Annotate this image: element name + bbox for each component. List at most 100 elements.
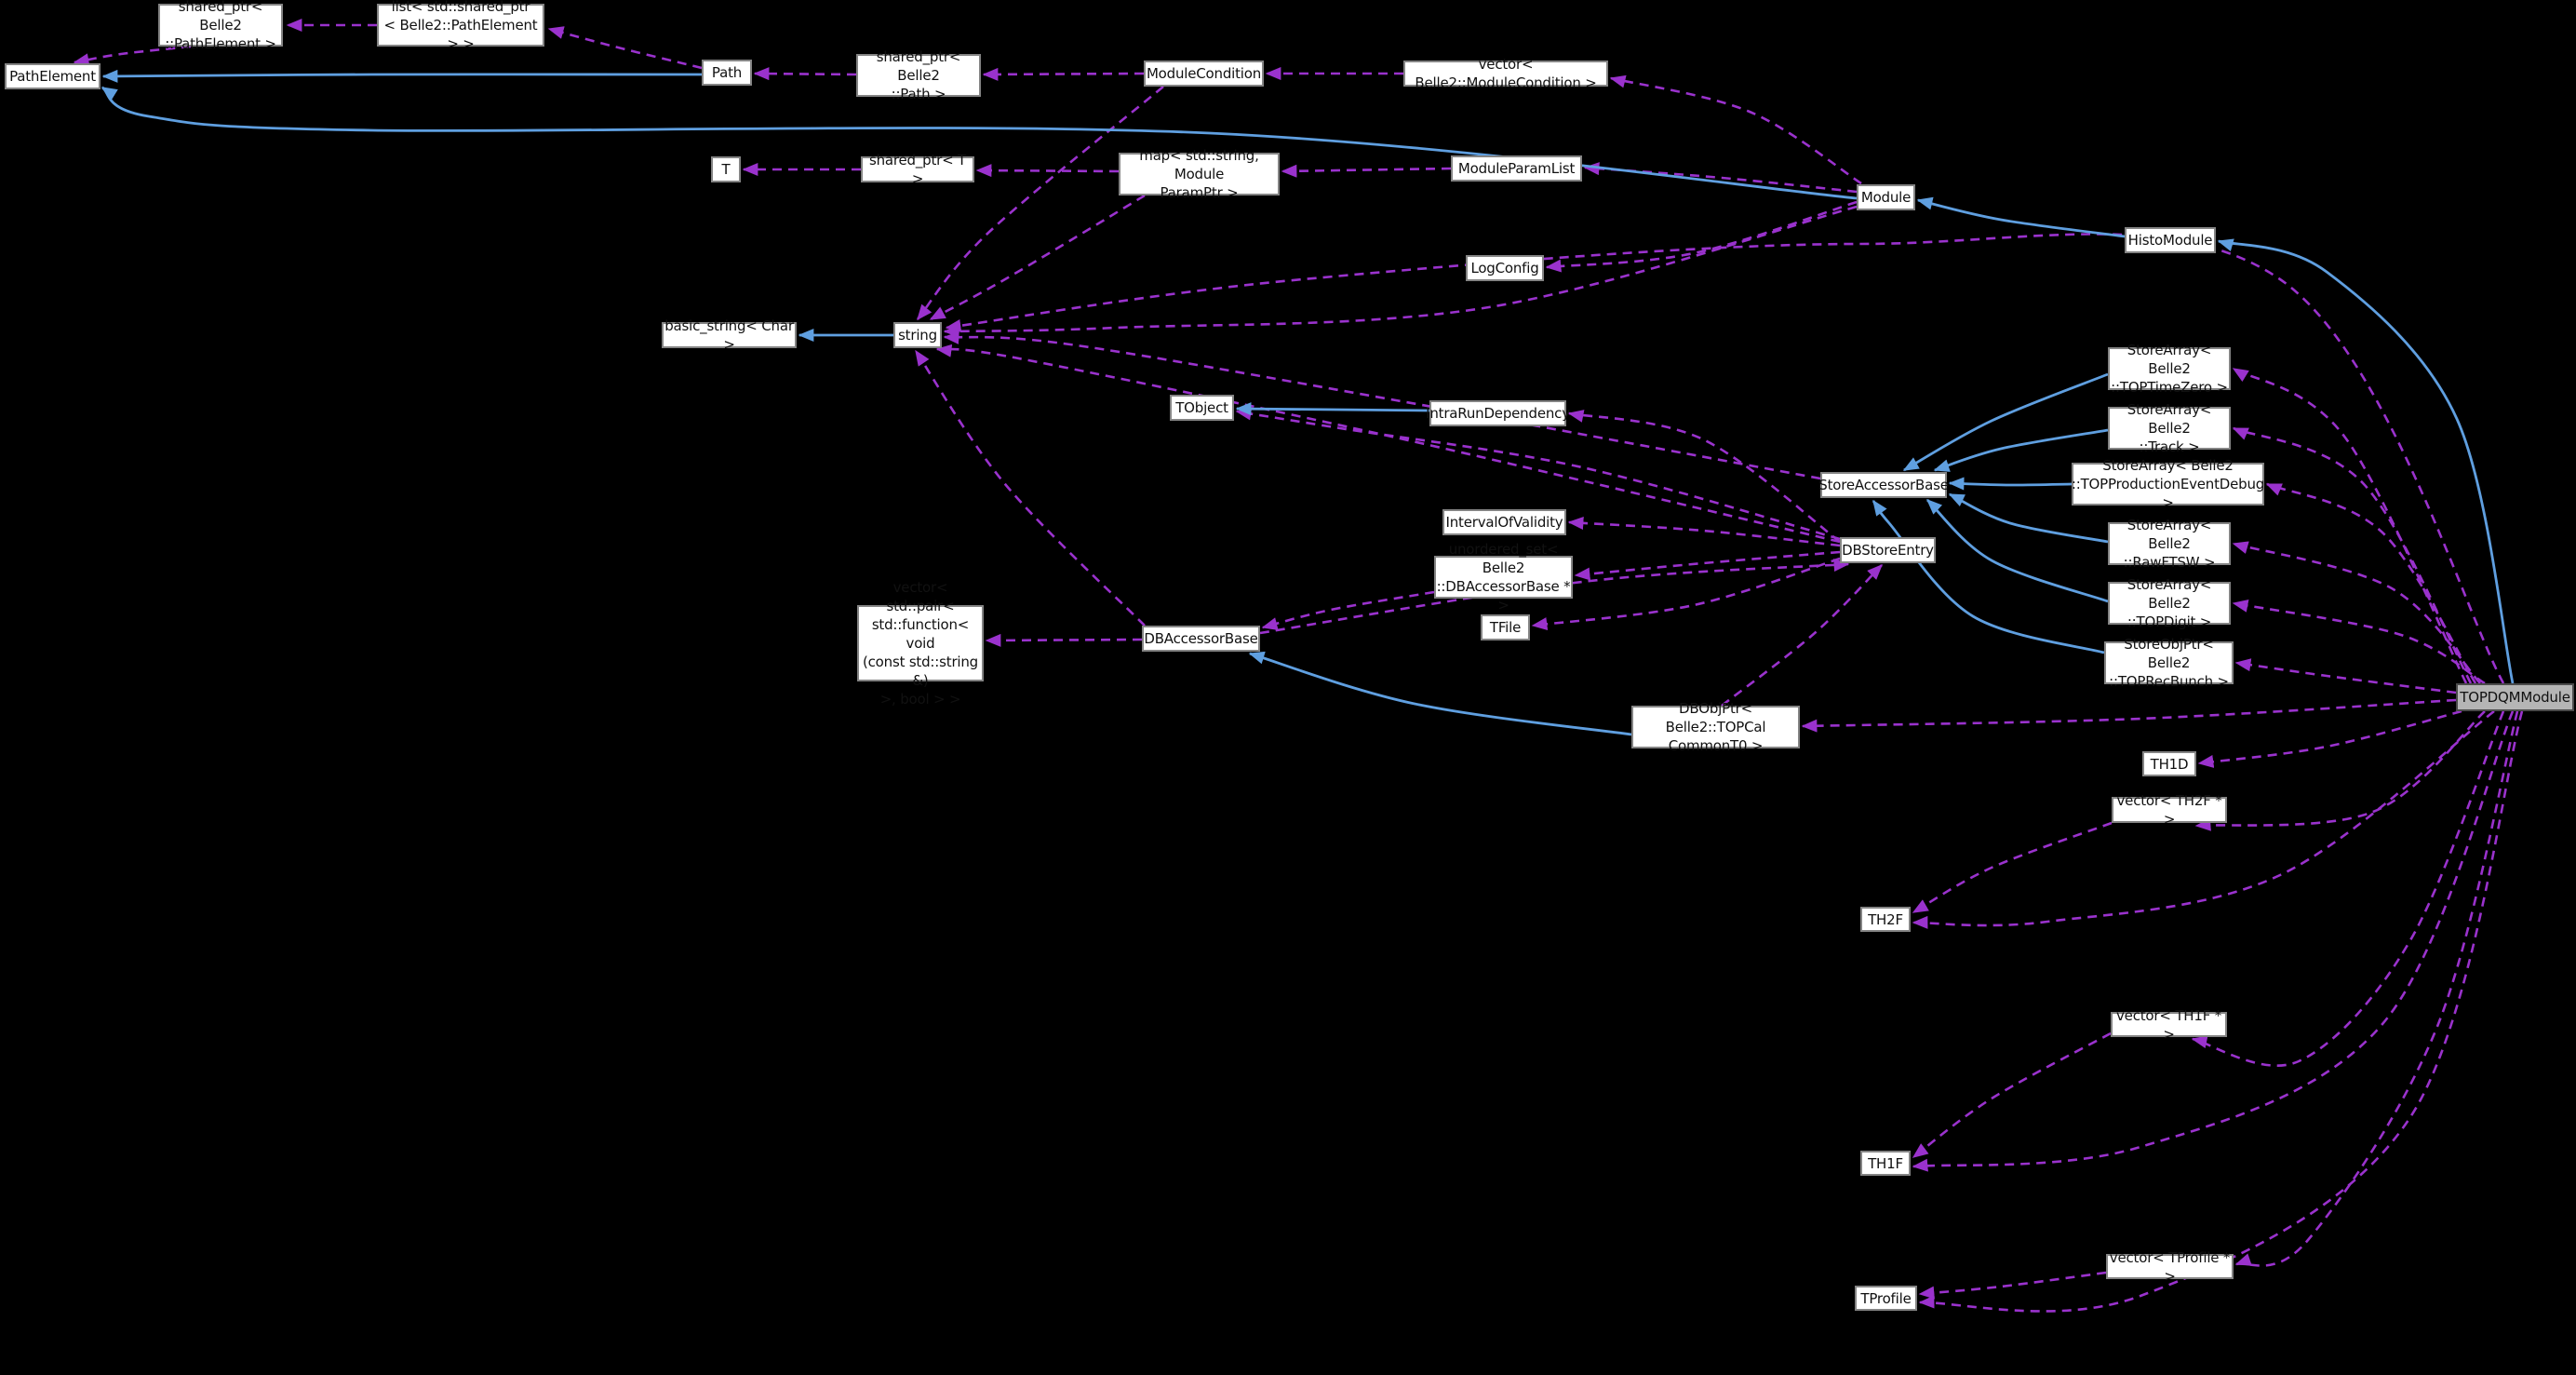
node-label: shared_ptr< T > xyxy=(868,152,967,187)
node-module[interactable]: Module xyxy=(1857,184,1915,210)
node-label: IntraRunDependency xyxy=(1426,405,1570,422)
node-label: Path xyxy=(711,64,743,81)
node-label: vector< Belle2::ModuleCondition > xyxy=(1415,56,1597,91)
node-label: shared_ptr< Belle2 ::Path > xyxy=(876,48,961,102)
node-label: map< std::string, Module ParamPtr > xyxy=(1139,147,1259,201)
edge-topdqmmodule-histomodule xyxy=(2217,238,2515,684)
edge-dbstoreentry-intrarun xyxy=(1567,410,1841,544)
node-tprofile[interactable]: TProfile xyxy=(1855,1286,1917,1311)
node-label: list< std::shared_ptr < Belle2::PathElem… xyxy=(383,0,538,52)
edge-module-logconfig xyxy=(1545,200,1858,273)
node-dbstoreentry[interactable]: DBStoreEntry xyxy=(1840,537,1936,563)
node-label: vector< TH1F * > xyxy=(2116,1006,2221,1043)
node-label: DBObjPtr< Belle2::TOPCal CommonT0 > xyxy=(1665,700,1766,754)
node-vec_th1f[interactable]: vector< TH1F * > xyxy=(2111,1007,2227,1043)
node-label: TObject xyxy=(1175,399,1228,416)
edge-vec_tprofile-tprofile xyxy=(1918,1271,2107,1300)
edge-module-vec_modcond xyxy=(1609,74,1862,185)
node-intervalofvalidity[interactable]: IntervalOfValidity xyxy=(1442,509,1566,535)
node-pathelement[interactable]: PathElement xyxy=(5,63,101,89)
edge-module-string xyxy=(943,205,1858,338)
node-intrarun[interactable]: IntraRunDependency xyxy=(1426,400,1570,426)
edge-dbstoreentry-string xyxy=(935,344,1841,544)
node-sa_rawftsw[interactable]: StoreArray< Belle2 ::RawFTSW > xyxy=(2108,517,2231,571)
edge-module-pathelement xyxy=(101,86,1858,200)
node-label: ModuleParamList xyxy=(1457,160,1576,177)
node-label: TFile xyxy=(1489,619,1522,636)
node-dbaccessorbase[interactable]: DBAccessorBase xyxy=(1142,626,1260,652)
node-label: T xyxy=(721,161,731,178)
edge-dbstoreentry-intervalofvalidity xyxy=(1567,516,1841,547)
node-label: TH1F xyxy=(1868,1154,1903,1172)
node-sp_path[interactable]: shared_ptr< Belle2 ::Path > xyxy=(856,48,981,102)
node-label: StoreAccessorBase xyxy=(1818,477,1949,493)
node-vec_tprofile[interactable]: vector< TProfile * > xyxy=(2106,1249,2234,1285)
edge-topdqmmodule-vec_th1f xyxy=(2191,710,2505,1067)
edge-vec_th1f-th1f xyxy=(1912,1031,2112,1159)
node-label: StoreArray< Belle2 ::RawFTSW > xyxy=(2123,517,2216,571)
node-label: Module xyxy=(1860,189,1912,206)
edge-dbstoreentry-tobject xyxy=(1235,407,1841,541)
node-sp_pathelement[interactable]: shared_ptr< Belle2 ::PathElement > xyxy=(158,0,283,52)
node-sa_topdigit[interactable]: StoreArray< Belle2 ::TOPDigit > xyxy=(2108,576,2231,630)
edge-vec_th2f-th2f xyxy=(1912,821,2113,914)
edge-map_param-sp_t xyxy=(975,164,1120,178)
node-label: string xyxy=(898,327,937,344)
node-storeaccessorbase[interactable]: StoreAccessorBase xyxy=(1818,472,1949,498)
node-dbobjptr[interactable]: DBObjPtr< Belle2::TOPCal CommonT0 > xyxy=(1631,700,1800,754)
edge-path-list_sp xyxy=(547,26,703,70)
node-vec_pair[interactable]: vector< std::pair< std::function< void (… xyxy=(857,579,984,708)
node-label: StoreObjPtr< Belle2 ::TOPRecBunch > xyxy=(2109,636,2229,690)
node-unordered_set[interactable]: unordered_set< Belle2 ::DBAccessorBase *… xyxy=(1434,541,1573,613)
edge-sa_toptimezero-storeaccessorbase xyxy=(1902,372,2109,472)
node-sop_toprecbunch[interactable]: StoreObjPtr< Belle2 ::TOPRecBunch > xyxy=(2104,636,2234,690)
node-label: TH2F xyxy=(1868,910,1903,928)
edge-topdqmmodule-th1f xyxy=(1912,710,2515,1172)
edge-map_param-string xyxy=(929,194,1146,321)
edge-topdqmmodule-sop_toprecbunch xyxy=(2234,658,2457,694)
node-t[interactable]: T xyxy=(711,156,741,182)
node-sp_t[interactable]: shared_ptr< T > xyxy=(861,152,974,187)
node-histomodule[interactable]: HistoModule xyxy=(2125,227,2216,253)
node-label: TOPDQMModule xyxy=(2460,689,2570,706)
node-th1f[interactable]: TH1F xyxy=(1860,1151,1911,1176)
node-label: StoreArray< Belle2 ::TOPDigit > xyxy=(2127,576,2212,630)
edge-topdqmmodule-sa_topprod xyxy=(2265,482,2477,684)
node-path[interactable]: Path xyxy=(702,60,752,86)
node-tobject[interactable]: TObject xyxy=(1170,395,1234,421)
node-logconfig[interactable]: LogConfig xyxy=(1466,255,1544,281)
node-list_sp[interactable]: list< std::shared_ptr < Belle2::PathElem… xyxy=(377,0,544,52)
edge-dbaccessorbase-dbstoreentry xyxy=(1259,559,1850,635)
edge-dbaccessorbase-string xyxy=(914,349,1146,627)
node-label: TProfile xyxy=(1860,1289,1912,1307)
edge-topdqmmodule-sa_track xyxy=(2232,426,2473,684)
node-topdqmmodule[interactable]: TOPDQMModule xyxy=(2456,683,2574,711)
node-sa_toptimezero[interactable]: StoreArray< Belle2 ::TOPTimeZero > xyxy=(2108,342,2231,396)
node-label: shared_ptr< Belle2 ::PathElement > xyxy=(165,0,276,52)
node-label: vector< TProfile * > xyxy=(2109,1248,2231,1285)
edge-dbobjptr-dbaccessorbase xyxy=(1248,651,1632,736)
node-string[interactable]: string xyxy=(893,322,942,348)
node-modulecondition[interactable]: ModuleCondition xyxy=(1144,61,1264,87)
edge-topdqmmodule-sa_toptimezero xyxy=(2232,367,2468,684)
node-label: LogConfig xyxy=(1470,260,1539,276)
node-basic_string[interactable]: basic_string< Char > xyxy=(662,317,797,353)
node-vec_th2f[interactable]: vector< TH2F * > xyxy=(2112,792,2227,828)
edge-dbobjptr-dbstoreentry xyxy=(1721,564,1883,708)
node-label: StoreArray< Belle2 ::TOPProductionEventD… xyxy=(2071,457,2265,511)
node-tfile[interactable]: TFile xyxy=(1481,614,1530,640)
node-th1d[interactable]: TH1D xyxy=(2142,751,2196,776)
node-label: basic_string< Char > xyxy=(664,317,794,353)
edge-sa_topprod-storeaccessorbase xyxy=(1948,477,2073,491)
node-vec_modcond[interactable]: vector< Belle2::ModuleCondition > xyxy=(1403,56,1608,91)
node-sa_topprod[interactable]: StoreArray< Belle2 ::TOPProductionEventD… xyxy=(2072,457,2264,511)
edge-sa_track-storeaccessorbase xyxy=(1933,428,2109,472)
node-th2f[interactable]: TH2F xyxy=(1860,907,1911,932)
node-label: TH1D xyxy=(2150,755,2189,773)
node-moduleparamlist[interactable]: ModuleParamList xyxy=(1451,155,1582,182)
node-map_param[interactable]: map< std::string, Module ParamPtr > xyxy=(1119,147,1280,201)
edge-sop_toprecbunch-storeaccessorbase xyxy=(1872,499,2105,654)
node-label: IntervalOfValidity xyxy=(1445,514,1563,531)
node-sa_track[interactable]: StoreArray< Belle2 ::Track > xyxy=(2108,401,2231,455)
